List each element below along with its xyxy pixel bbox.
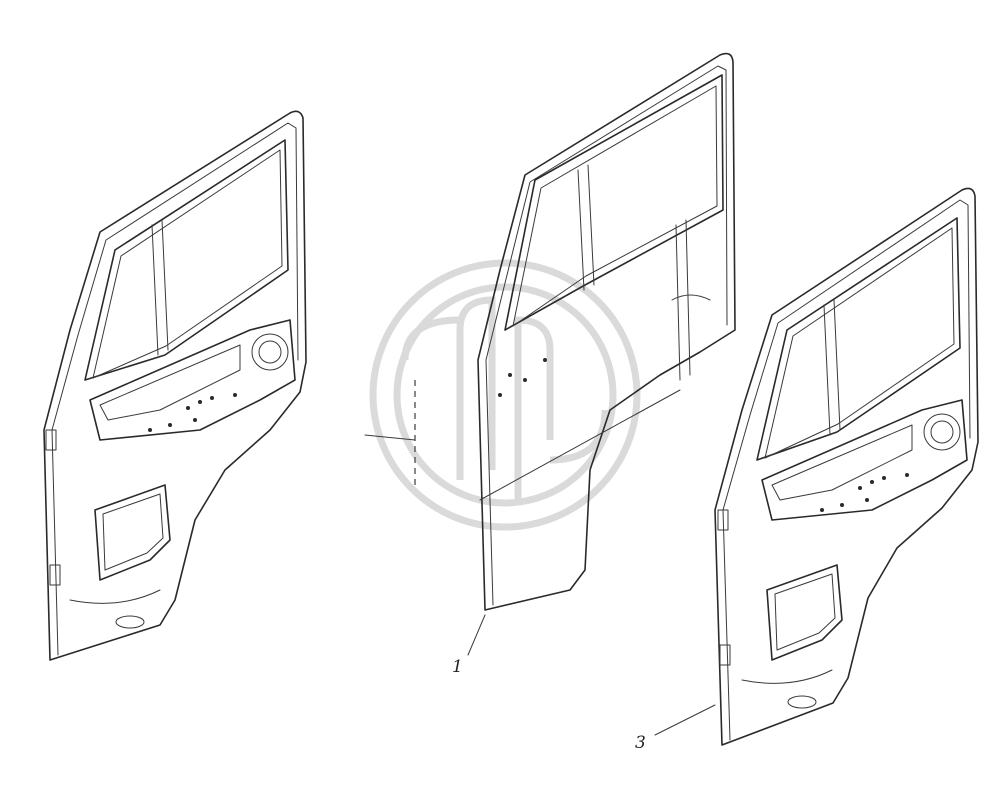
callout-3-label: 3 xyxy=(635,733,646,753)
left-door-frame xyxy=(43,110,307,661)
callout-3: 3 xyxy=(635,704,716,753)
callout-1: 1 xyxy=(452,614,486,677)
right-door-frame xyxy=(714,187,979,746)
watermark-logo xyxy=(369,259,641,531)
middle-door-outer-panel xyxy=(364,52,736,611)
callout-1-label: 1 xyxy=(452,657,463,677)
